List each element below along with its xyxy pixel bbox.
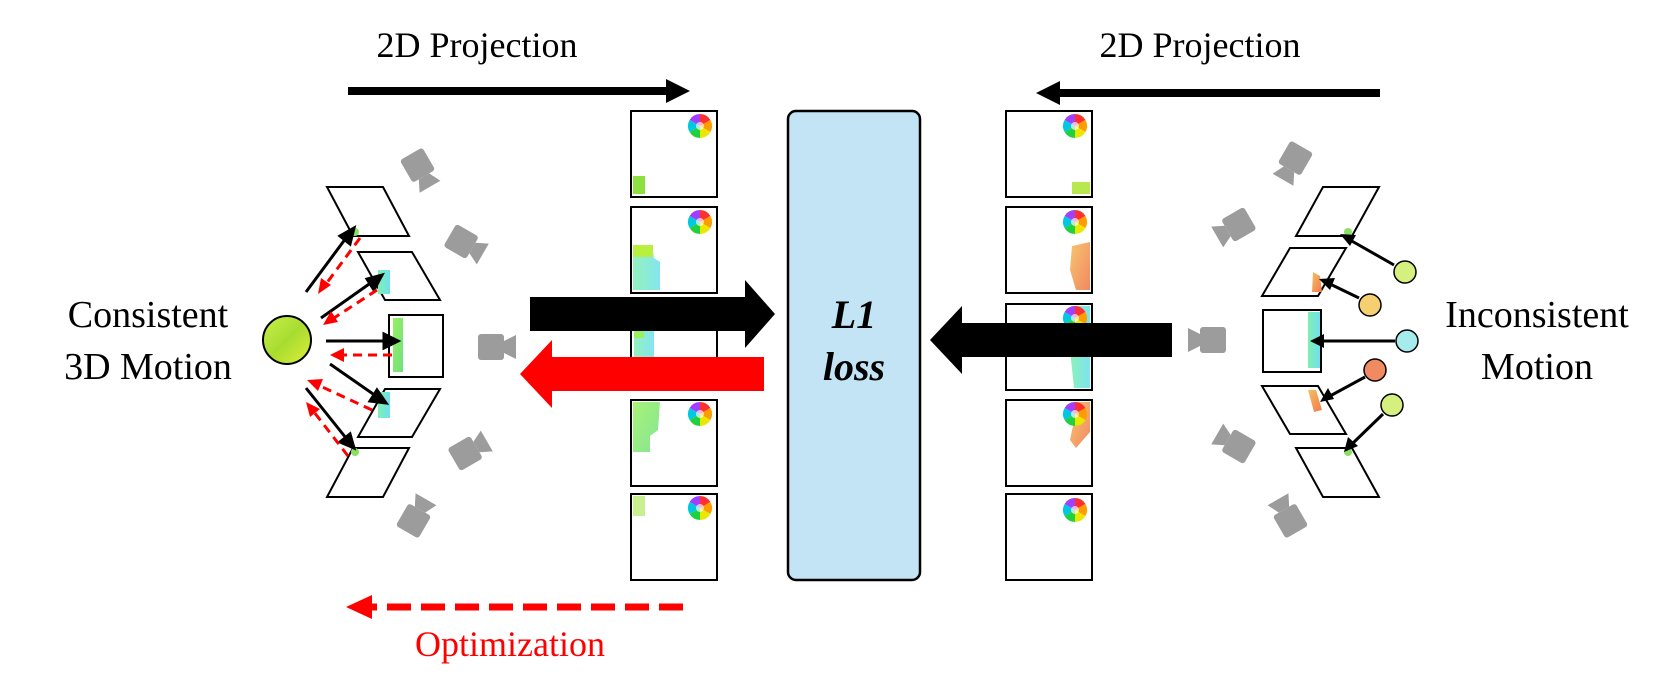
image-plane-right-1 [1294,186,1381,237]
color-wheel-icon [1062,210,1088,234]
flow-frame [1005,206,1093,294]
camera-icon [1210,422,1257,465]
image-plane-right-5 [1294,447,1381,498]
projection-arrow-right [1036,81,1380,105]
loss-label-line2: loss [823,344,885,389]
camera-icon [443,223,490,266]
flow-frame [630,206,718,294]
flow-frame [630,110,718,198]
optimization-rays [306,237,392,457]
projection-arrow-left [348,79,690,103]
consistent-label-line2: 3D Motion [64,346,232,388]
optimization-arrow [346,595,683,619]
inconsistent-points [1358,260,1419,417]
color-wheel-icon [1062,498,1088,522]
image-plane-left-4 [356,388,442,438]
camera-icon [478,334,516,360]
flow-frame [1005,399,1093,487]
l1-loss-box: L1 loss [786,109,922,582]
forward-arrow-left [530,280,775,348]
image-plane-right-2 [1260,247,1348,297]
projection-label-left: 2D Projection [377,25,578,65]
color-wheel-icon [687,496,713,520]
flow-frame [630,399,718,487]
camera-icon [1188,327,1226,353]
image-plane-left-5 [325,447,411,498]
camera-icon [395,492,438,539]
color-wheel-icon [687,402,713,426]
inconsistent-label-line1: Inconsistent [1445,294,1629,336]
color-wheel-icon [687,210,713,234]
forward-arrow-right [930,306,1172,374]
sphere-point-icon [262,315,312,365]
flow-frame [630,493,718,581]
backward-arrow-red [520,340,764,408]
camera-icon [1266,492,1309,539]
image-plane-left-1 [325,186,411,237]
frame-column-left [630,110,718,581]
camera-icon [1210,206,1257,249]
projection-rays [304,224,402,451]
camera-icon [399,147,442,194]
projection-label-right: 2D Projection [1100,25,1301,65]
flow-frame [1005,110,1093,198]
inconsistent-rays [1310,234,1395,452]
consistent-label-line1: Consistent [68,294,229,336]
color-wheel-icon [1062,402,1088,426]
camera-icon [447,429,494,472]
color-wheel-icon [1062,114,1088,138]
inconsistent-label-line2: Motion [1481,346,1593,388]
optimization-label: Optimization [415,624,605,664]
image-plane-left-3 [388,314,444,378]
camera-icon [1271,140,1314,187]
flow-frame [1005,493,1093,581]
color-wheel-icon [687,114,713,138]
loss-label-line1: L1 [831,292,876,337]
